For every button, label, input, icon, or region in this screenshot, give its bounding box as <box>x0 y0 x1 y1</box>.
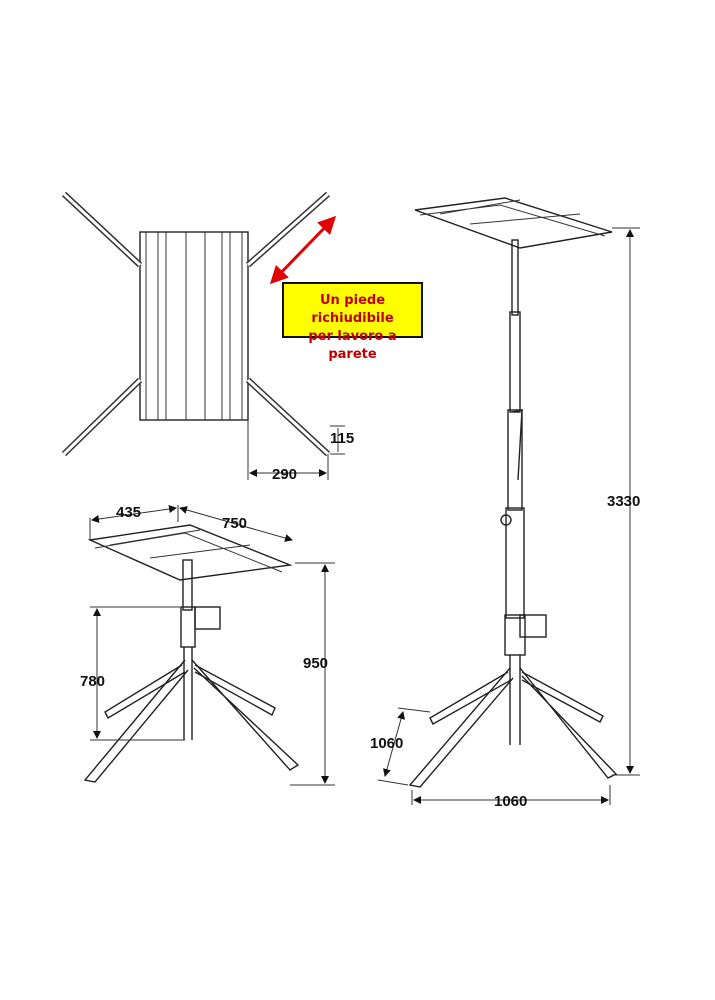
stand-extended: 3330 1060 1060 <box>370 197 640 810</box>
dim-115: 115 <box>330 430 354 447</box>
dim-950: 950 <box>303 655 328 672</box>
foldable-leg-arrow <box>269 215 337 285</box>
dim-1060-span: 1060 <box>494 793 527 810</box>
top-view: 115 290 <box>61 191 354 483</box>
foldable-leg-callout: Un piede richiudibile per lavoro a paret… <box>282 282 423 362</box>
stand-collapsed: 435 750 950 780 <box>80 504 335 786</box>
dim-435: 435 <box>116 504 141 521</box>
dim-750: 750 <box>222 515 247 532</box>
dim-3330: 3330 <box>607 493 640 510</box>
dim-780: 780 <box>80 673 105 690</box>
callout-line-1: Un piede richiudibile <box>311 293 394 326</box>
callout-line-2: per lavoro a parete <box>308 329 397 362</box>
dim-290: 290 <box>272 466 297 483</box>
dim-1060-diag: 1060 <box>370 735 403 752</box>
